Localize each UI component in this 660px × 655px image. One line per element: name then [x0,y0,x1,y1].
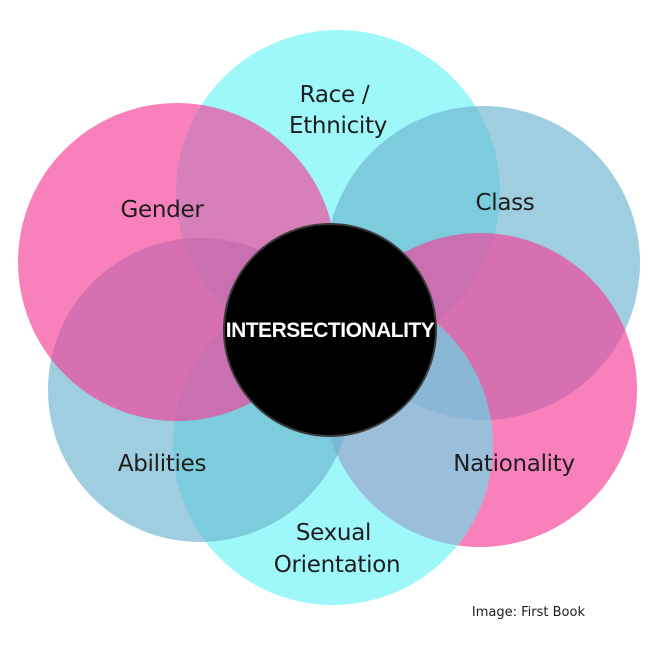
image-credit: Image: First Book [472,605,586,620]
label-abilities: Abilities [118,451,206,477]
center-label: INTERSECTIONALITY [226,319,435,342]
label-gender: Gender [121,197,205,223]
label-class: Class [475,190,534,216]
label-nationality: Nationality [453,451,575,477]
label-sexual: Sexual Orientation [274,520,401,578]
center-circle [223,223,437,437]
label-race: Race / Ethnicity [289,82,387,139]
